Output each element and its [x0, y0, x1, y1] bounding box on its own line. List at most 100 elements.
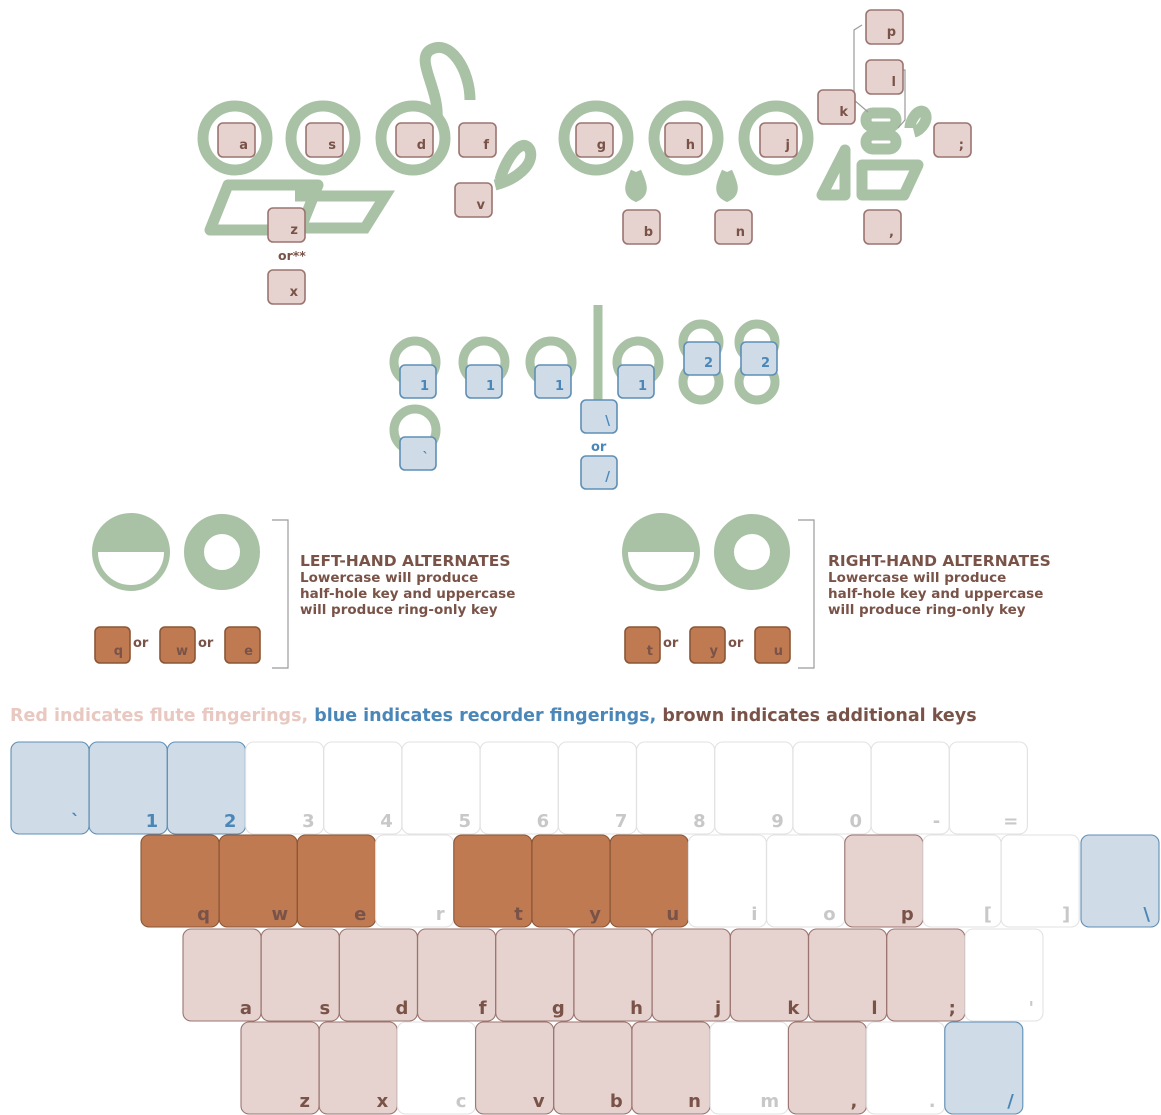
- alt-right-line-2: half-hole key and uppercase: [828, 586, 1044, 602]
- keyboard-key-0-9[interactable]: 9: [714, 741, 794, 835]
- flute-left-bar-2: [280, 190, 395, 234]
- keyboard-key-1-7[interactable]: i: [687, 834, 767, 928]
- keyboard-key-2-7[interactable]: k: [729, 928, 809, 1022]
- keyboard-key-3-1[interactable]: x: [318, 1021, 398, 1115]
- keyboard-key-1-5[interactable]: y: [531, 834, 611, 928]
- flute-small-loop: [493, 140, 537, 191]
- keyboard-key-1-2[interactable]: e: [296, 834, 376, 928]
- recorder-key-rfs-label: /: [605, 470, 610, 485]
- keyboard-key-0-11[interactable]: -: [870, 741, 950, 835]
- alt-right-title: RIGHT-HAND ALTERNATES: [828, 552, 1051, 570]
- keyboard-key-1-9[interactable]: p: [844, 834, 924, 928]
- keyboard-key-0-2[interactable]: 2: [166, 741, 246, 835]
- recorder-key-rb: `: [399, 436, 437, 471]
- keyboard-key-3-4[interactable]: b: [553, 1021, 633, 1115]
- keyboard-key-1-6[interactable]: u: [609, 834, 689, 928]
- alt-right-symbols: [622, 513, 815, 669]
- keyboard-key-0-1[interactable]: 1: [88, 741, 168, 835]
- keyboard-key-1-10[interactable]: [: [922, 834, 1002, 928]
- recorder-key-r4-label: 1: [638, 379, 647, 394]
- alt-left-line-3: will produce ring-only key: [300, 602, 498, 618]
- flute-key-g: g: [575, 122, 614, 158]
- keyboard-key-label: k: [787, 998, 800, 1019]
- keyboard-key-2-5[interactable]: h: [573, 928, 653, 1022]
- keyboard-key-2-6[interactable]: j: [651, 928, 731, 1022]
- keyboard-key-label: b: [610, 1091, 623, 1112]
- recorder-or-text: or: [591, 440, 607, 455]
- keyboard-key-label: d: [396, 998, 409, 1019]
- flute-key-l: l: [865, 59, 904, 95]
- flute-hole-6: [738, 100, 814, 176]
- keyboard-key-3-0[interactable]: z: [240, 1021, 320, 1115]
- keyboard-key-2-9[interactable]: ;: [886, 928, 966, 1022]
- keyboard-key-label: i: [751, 904, 757, 925]
- keyboard-key-label: `: [71, 811, 80, 832]
- keyboard-key-0-12[interactable]: =: [948, 741, 1028, 835]
- keyboard-key-label: \: [1143, 904, 1150, 925]
- flute-hole-3: [375, 100, 451, 176]
- alt-right-line-1: Lowercase will produce: [828, 570, 1007, 586]
- keyboard-key-0-4[interactable]: 4: [323, 741, 403, 835]
- recorder-key-rfs: /: [580, 455, 618, 490]
- keyboard-key-label: s: [319, 998, 330, 1019]
- recorder-key-r5: 2: [683, 341, 721, 376]
- keyboard-key-1-4[interactable]: t: [453, 834, 533, 928]
- keyboard-key-label: t: [514, 904, 523, 925]
- flute-small-key-2: [860, 129, 902, 155]
- keyboard-key-2-10[interactable]: ': [964, 928, 1044, 1022]
- keyboard-key-0-7[interactable]: 7: [557, 741, 637, 835]
- recorder-key-r2: 1: [465, 364, 503, 399]
- keyboard-key-3-8[interactable]: .: [866, 1021, 946, 1115]
- keyboard-key-0-6[interactable]: 6: [479, 741, 559, 835]
- keyboard-key-3-9[interactable]: /: [944, 1021, 1024, 1115]
- recorder-key-r6-label: 2: [761, 356, 770, 371]
- keyboard-key-label: 3: [302, 811, 315, 832]
- keyboard-key-3-5[interactable]: n: [631, 1021, 711, 1115]
- flute-hole-5: [648, 100, 724, 176]
- alt-left-key-w-label: w: [176, 644, 188, 659]
- keyboard-key-2-8[interactable]: l: [808, 928, 888, 1022]
- recorder-key-rb-label: `: [423, 451, 430, 466]
- flute-drop-1: [625, 169, 647, 203]
- keyboard-key-0-5[interactable]: 5: [401, 741, 481, 835]
- keyboard-key-3-6[interactable]: m: [709, 1021, 789, 1115]
- keyboard-key-label: 5: [458, 811, 471, 832]
- keyboard-key-label: ]: [1062, 904, 1070, 925]
- keyboard-key-3-7[interactable]: ,: [787, 1021, 867, 1115]
- keyboard-key-3-2[interactable]: c: [396, 1021, 476, 1115]
- keyboard-key-1-11[interactable]: ]: [1000, 834, 1080, 928]
- keyboard-key-3-3[interactable]: v: [475, 1021, 555, 1115]
- keyboard-key-0-8[interactable]: 8: [636, 741, 716, 835]
- keyboard-key-0-10[interactable]: 0: [792, 741, 872, 835]
- keyboard-key-label: e: [354, 904, 366, 925]
- keyboard-key-2-2[interactable]: d: [338, 928, 418, 1022]
- alt-right-key-t-label: t: [647, 644, 653, 659]
- alt-left-symbols: [92, 513, 289, 669]
- keyboard-key-1-3[interactable]: r: [375, 834, 455, 928]
- recorder-key-r3: 1: [534, 364, 572, 399]
- alt-left-title: LEFT-HAND ALTERNATES: [300, 552, 511, 570]
- flute-key-b: b: [622, 209, 661, 245]
- keyboard-key-label: ': [1028, 998, 1034, 1019]
- flute-thumb-loop: [419, 42, 476, 121]
- keyboard-key-2-0[interactable]: a: [182, 928, 262, 1022]
- recorder-key-r1-label: 1: [420, 379, 429, 394]
- keyboard-key-label: 8: [693, 811, 706, 832]
- keyboard-key-1-1[interactable]: w: [218, 834, 298, 928]
- keyboard-key-1-8[interactable]: o: [766, 834, 846, 928]
- keyboard-key-label: u: [666, 904, 679, 925]
- recorder-key-r6: 2: [740, 341, 778, 376]
- keyboard-key-0-3[interactable]: 3: [245, 741, 325, 835]
- keyboard-key-2-3[interactable]: f: [417, 928, 497, 1022]
- keyboard-key-label: 9: [771, 811, 784, 832]
- keyboard-key-2-4[interactable]: g: [495, 928, 575, 1022]
- flute-or-note: or**: [278, 248, 306, 263]
- keyboard-key-1-12[interactable]: \: [1080, 834, 1160, 928]
- keyboard-key-label: =: [1003, 811, 1018, 832]
- keyboard-key-2-1[interactable]: s: [260, 928, 340, 1022]
- alt-left-key-q-label: q: [114, 644, 123, 659]
- keyboard-key-1-0[interactable]: q: [140, 834, 220, 928]
- keyboard-key-0-0[interactable]: `: [10, 741, 90, 835]
